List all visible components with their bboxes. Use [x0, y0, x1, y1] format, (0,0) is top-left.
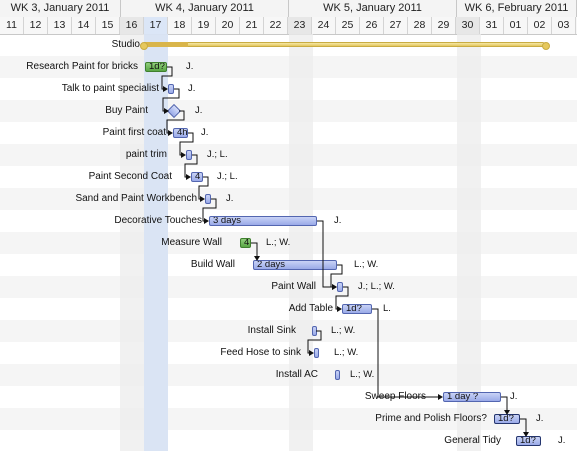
- task-name[interactable]: Talk to paint specialist: [61, 83, 159, 94]
- day-label: 26: [360, 17, 384, 34]
- day-label: 21: [240, 17, 264, 34]
- day-label: 24: [312, 17, 336, 34]
- day-label: 29: [432, 17, 456, 34]
- day-label: 18: [168, 17, 192, 34]
- task-name[interactable]: Prime and Polish Floors?: [375, 413, 487, 424]
- summary-end-marker: [542, 42, 550, 50]
- task-bar[interactable]: [335, 370, 340, 380]
- weekend-column: [289, 34, 313, 451]
- resource-label: L.; W.: [334, 347, 359, 358]
- resource-label: L.: [383, 303, 391, 314]
- task-name[interactable]: paint trim: [125, 149, 167, 160]
- task-bar[interactable]: [337, 282, 343, 292]
- resource-label: J.: [188, 83, 196, 94]
- day-label: 17: [144, 17, 168, 34]
- summary-bar[interactable]: [143, 42, 545, 47]
- resource-label: J.: [558, 435, 566, 446]
- resource-label: L.; W.: [350, 369, 375, 380]
- resource-label: J.; L.; W.: [358, 281, 395, 292]
- week-label: WK 5, January 2011: [289, 0, 457, 17]
- resource-label: L.; W.: [354, 259, 379, 270]
- resource-label: J.: [510, 391, 518, 402]
- task-bar[interactable]: 4: [240, 238, 251, 248]
- week-label: WK 3, January 2011: [0, 0, 121, 17]
- resource-label: L.; W.: [266, 237, 291, 248]
- week-label: WK 4, January 2011: [121, 0, 289, 17]
- day-label: 23: [288, 17, 312, 34]
- task-name[interactable]: Install Sink: [247, 325, 296, 336]
- task-bar[interactable]: [314, 348, 319, 358]
- resource-label: J.; L.: [207, 149, 228, 160]
- task-bar[interactable]: 1d?: [342, 304, 372, 314]
- task-name[interactable]: Sweep Floors: [364, 391, 426, 402]
- resource-label: J.; L.: [217, 171, 238, 182]
- task-name[interactable]: General Tidy: [444, 435, 501, 446]
- day-label: 02: [528, 17, 552, 34]
- day-label: 31: [480, 17, 504, 34]
- day-label: 14: [72, 17, 96, 34]
- task-name[interactable]: Studio: [111, 39, 140, 50]
- resource-label: J.: [536, 413, 544, 424]
- resource-label: J.: [201, 127, 209, 138]
- task-bar[interactable]: [205, 194, 211, 204]
- day-label: 20: [216, 17, 240, 34]
- weekend-column: [457, 34, 481, 451]
- day-label: 28: [408, 17, 432, 34]
- resource-label: J.: [334, 215, 342, 226]
- task-name[interactable]: Measure Wall: [161, 237, 222, 248]
- task-name[interactable]: Paint Second Coat: [88, 171, 172, 182]
- resource-label: J.: [186, 61, 194, 72]
- task-bar[interactable]: 2 days: [253, 260, 337, 270]
- day-label: 19: [192, 17, 216, 34]
- day-label: 30: [456, 17, 480, 34]
- day-label: 22: [264, 17, 288, 34]
- day-label: 11: [0, 17, 24, 34]
- task-bar[interactable]: 1d?: [516, 436, 541, 446]
- resource-label: J.: [226, 193, 234, 204]
- task-name[interactable]: Install AC: [275, 369, 318, 380]
- task-bar[interactable]: 4h: [173, 128, 188, 138]
- task-bar[interactable]: [168, 84, 174, 94]
- resource-label: L.; W.: [331, 325, 356, 336]
- task-bar[interactable]: 1d?: [494, 414, 520, 424]
- task-bar[interactable]: 1 day ?: [443, 392, 501, 402]
- day-label: 03: [552, 17, 576, 34]
- week-label: WK 6, February 2011: [457, 0, 577, 17]
- day-label: 16: [120, 17, 144, 34]
- task-name[interactable]: Research Paint for bricks: [26, 61, 138, 72]
- task-name[interactable]: Add Table: [288, 303, 333, 314]
- summary-progress: [143, 42, 188, 47]
- summary-start-marker: [140, 42, 148, 50]
- task-bar[interactable]: [312, 326, 317, 336]
- day-label: 15: [96, 17, 120, 34]
- day-label: 27: [384, 17, 408, 34]
- day-label: 13: [48, 17, 72, 34]
- task-name[interactable]: Sand and Paint Workbench: [75, 193, 197, 204]
- task-name[interactable]: Paint first coat: [102, 127, 166, 138]
- day-label: 12: [24, 17, 48, 34]
- task-name[interactable]: Feed Hose to sink: [220, 347, 301, 358]
- week-header: WK 3, January 2011 WK 4, January 2011 WK…: [0, 0, 577, 18]
- task-name[interactable]: Decorative Touches: [114, 215, 202, 226]
- day-label: 01: [504, 17, 528, 34]
- task-name[interactable]: Buy Paint: [105, 105, 148, 116]
- task-name[interactable]: Paint Wall: [271, 281, 316, 292]
- task-bar[interactable]: [186, 150, 192, 160]
- resource-label: J.: [195, 105, 203, 116]
- task-bar[interactable]: 3 days: [209, 216, 317, 226]
- task-bar[interactable]: 1d?: [145, 62, 167, 72]
- task-name[interactable]: Build Wall: [190, 259, 235, 270]
- task-bar[interactable]: 4: [191, 172, 203, 182]
- day-label: 25: [336, 17, 360, 34]
